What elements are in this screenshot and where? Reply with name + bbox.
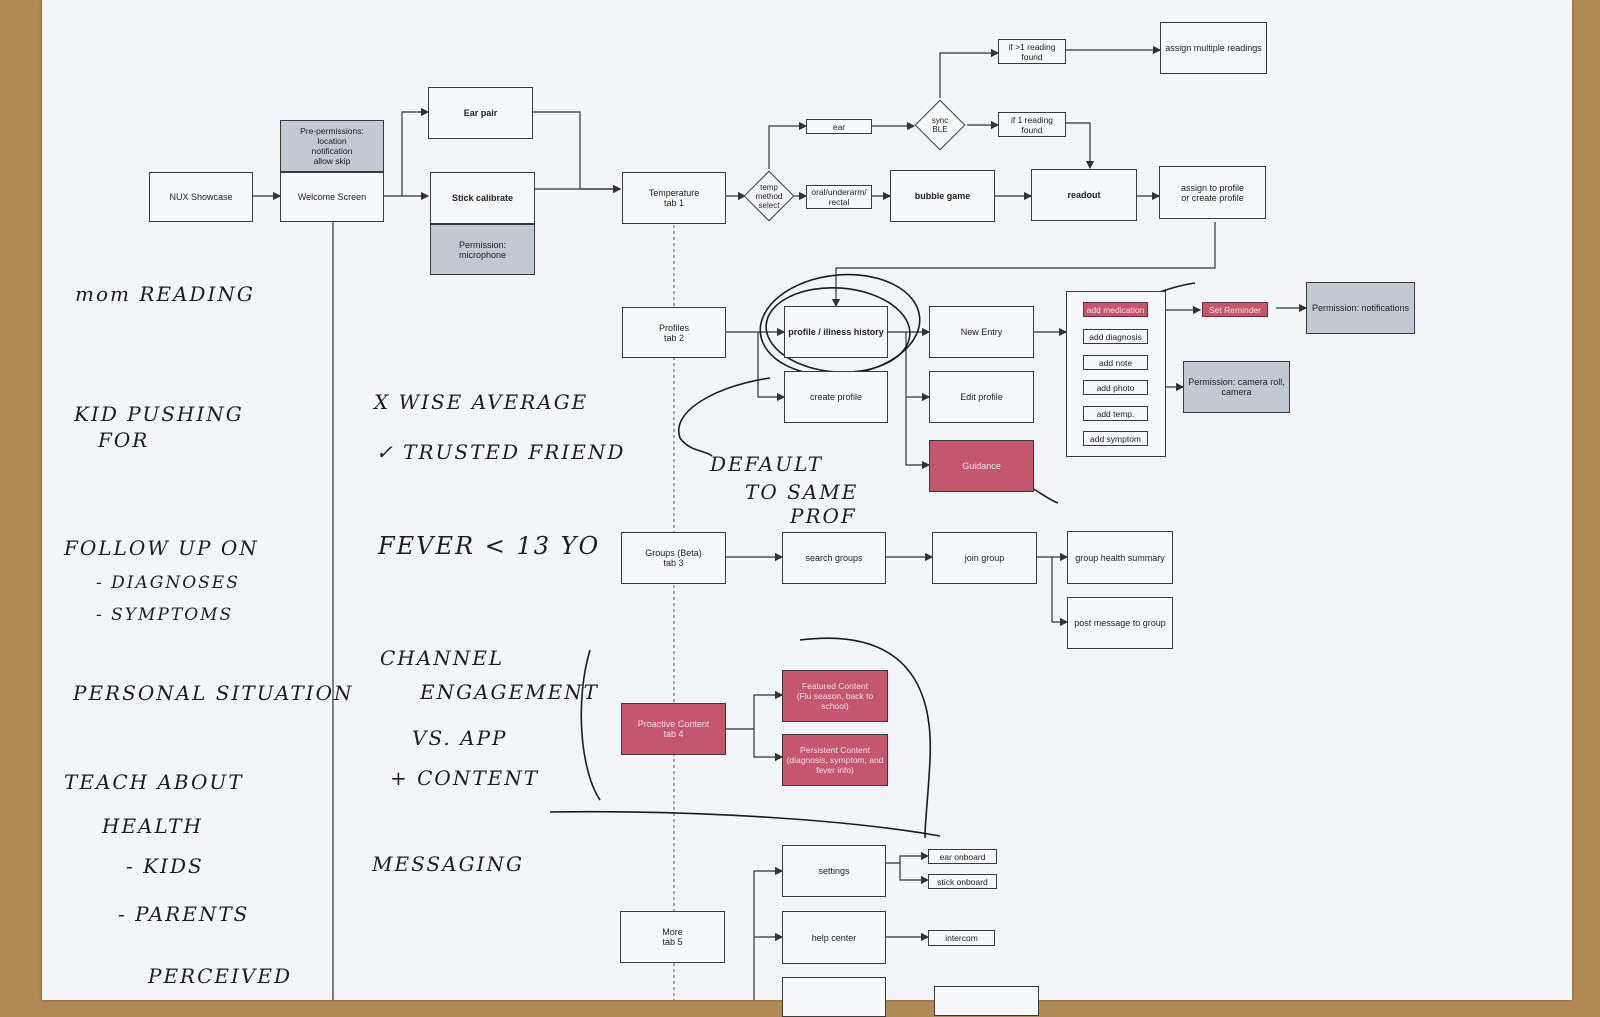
note-content: + CONTENT: [390, 766, 540, 790]
permission-camera-node: Permission: camera roll, camera: [1183, 361, 1290, 413]
help-center-node: help center: [782, 911, 886, 964]
intercom-node: intercom: [928, 930, 995, 946]
temperature-tab-node: Temperature tab 1: [622, 172, 726, 224]
note-to-same: TO SAME: [745, 480, 859, 504]
welcome-screen-node: Welcome Screen: [280, 172, 384, 222]
assign-multiple-node: assign multiple readings: [1160, 22, 1267, 74]
add-medication-node: add medication: [1083, 302, 1148, 317]
ear-pair-node: Ear pair: [428, 87, 533, 139]
sync-ble-label: sync BLE: [931, 116, 949, 134]
multi-reading-node: if >1 reading found: [998, 39, 1066, 64]
add-temp-node: add temp.: [1083, 406, 1148, 421]
readout-node: readout: [1031, 169, 1137, 221]
sync-ble-decision: sync BLE: [914, 99, 966, 151]
note-follow-up: FOLLOW UP ON: [64, 536, 259, 560]
note-prof: PROF: [790, 504, 857, 528]
note-engagement: ENGAGEMENT: [420, 680, 600, 704]
create-profile-node: create profile: [784, 371, 888, 423]
note-health: HEALTH: [102, 814, 203, 838]
guidance-node: Guidance: [929, 440, 1034, 492]
edit-profile-node: Edit profile: [929, 371, 1034, 423]
more-extra-child-node: [934, 986, 1039, 1016]
note-trusted-friend: ✓ TRUSTED FRIEND: [376, 440, 626, 464]
temp-method-label: temp method select: [755, 182, 783, 210]
groups-tab-node: Groups (Beta) tab 3: [621, 532, 726, 584]
stick-calibrate-node: Stick calibrate: [430, 172, 535, 224]
profile-history-node: profile / illness history: [784, 306, 888, 358]
proactive-content-tab-node: Proactive Content tab 4: [621, 703, 726, 755]
add-diagnosis-node: add diagnosis: [1083, 329, 1148, 344]
note-parents: - PARENTS: [118, 902, 250, 926]
add-note-node: add note: [1083, 355, 1148, 370]
note-channel: CHANNEL: [380, 646, 505, 670]
note-vs-app: VS. APP: [412, 726, 508, 750]
profiles-tab-node: Profiles tab 2: [622, 307, 726, 358]
note-diagnoses: - DIAGNOSES: [96, 573, 240, 593]
note-wise-average: X WISE AVERAGE: [374, 390, 589, 414]
nux-showcase-node: NUX Showcase: [149, 172, 253, 222]
permission-microphone-node: Permission: microphone: [430, 224, 535, 275]
note-perceived: PERCEIVED: [148, 964, 292, 988]
more-extra-node: [782, 977, 886, 1017]
settings-node: settings: [782, 845, 886, 897]
pre-permissions-node: Pre-permissions: location notification a…: [280, 120, 384, 172]
stick-onboard-node: stick onboard: [928, 874, 997, 889]
post-message-node: post message to group: [1067, 597, 1173, 649]
note-kid-pushing: KID PUSHING: [74, 402, 244, 426]
bubble-game-node: bubble game: [890, 170, 995, 222]
group-health-summary-node: group health summary: [1067, 531, 1173, 584]
set-reminder-node: Set Reminder: [1202, 302, 1268, 317]
note-mom-reading: mom READING: [75, 282, 255, 306]
persistent-content-node: Persistent Content (diagnosis, symptom, …: [782, 734, 888, 786]
join-group-node: join group: [932, 532, 1037, 584]
note-personal-situation: PERSONAL SITUATION: [73, 681, 354, 705]
featured-content-node: Featured Content (Flu season, back to sc…: [782, 670, 888, 722]
more-tab-node: More tab 5: [620, 911, 725, 963]
new-entry-options-group: [1066, 291, 1166, 457]
ear-option-node: ear: [806, 119, 872, 134]
note-for: FOR: [98, 428, 150, 452]
assign-profile-node: assign to profile or create profile: [1159, 166, 1266, 219]
temp-method-decision: temp method select: [743, 170, 795, 222]
single-reading-node: if 1 reading found: [998, 112, 1066, 137]
note-messaging: MESSAGING: [372, 852, 524, 876]
note-teach-about: TEACH ABOUT: [64, 770, 244, 794]
add-photo-node: add photo: [1083, 380, 1148, 395]
note-symptoms: - SYMPTOMS: [96, 605, 234, 625]
pen-strokes: [549, 273, 1196, 839]
ear-onboard-node: ear onboard: [928, 849, 997, 864]
search-groups-node: search groups: [782, 532, 886, 584]
note-default: DEFAULT: [710, 452, 824, 476]
oral-option-node: oral/underarm/ rectal: [806, 185, 872, 209]
new-entry-node: New Entry: [929, 306, 1034, 358]
add-symptom-node: add symptom: [1083, 431, 1148, 446]
note-fever: FEVER < 13 YO: [378, 532, 601, 560]
permission-notifications-node: Permission: notifications: [1306, 282, 1415, 334]
note-kids: - KIDS: [126, 854, 204, 878]
